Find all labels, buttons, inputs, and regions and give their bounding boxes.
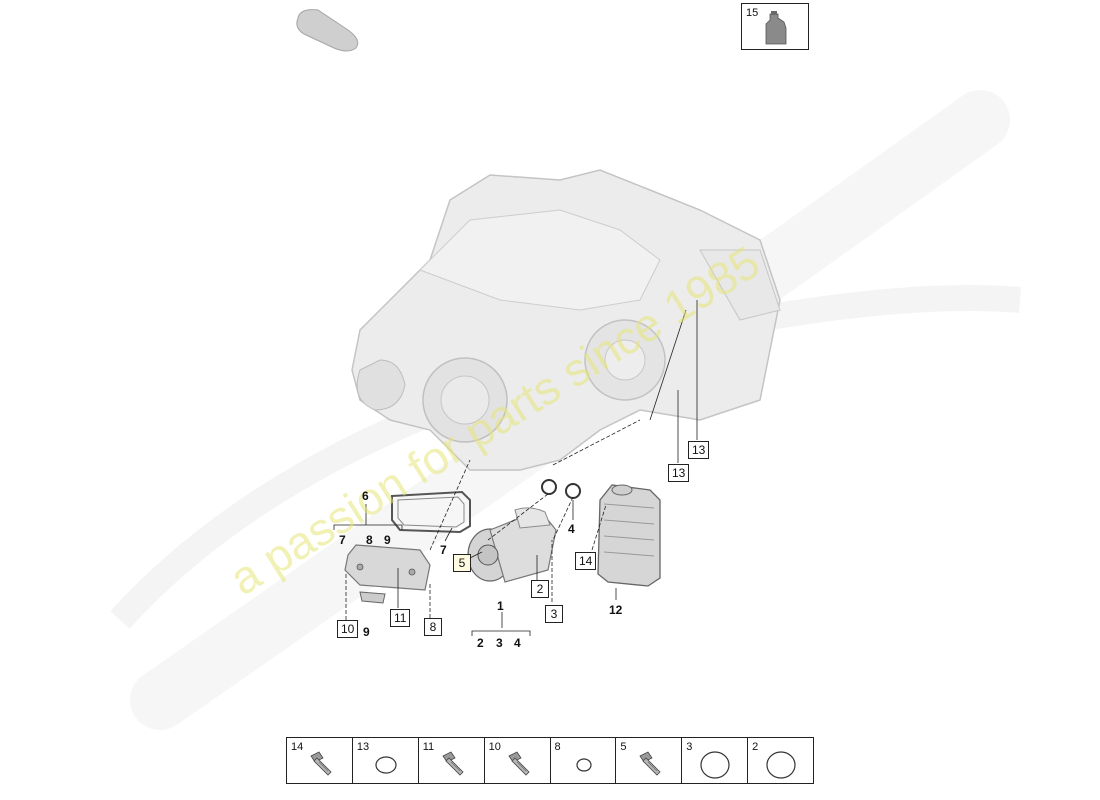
callout-13-lower[interactable]: 13	[668, 464, 690, 482]
legend-cell-11[interactable]: 11	[419, 738, 485, 783]
legend-cell-label: 13	[356, 741, 370, 753]
oil-cooler-part	[597, 484, 661, 587]
legend-cell-label: 3	[686, 741, 693, 753]
callout-1-sub-4[interactable]: 4	[514, 636, 521, 650]
callout-6-sub-8[interactable]: 8	[366, 533, 373, 547]
oil-bottle-icon	[765, 11, 787, 45]
leader-lines	[333, 300, 698, 636]
legend-cell-label: 10	[488, 741, 501, 753]
transmission-housing	[351, 169, 781, 471]
bolt-icon	[508, 751, 530, 776]
callout-13-upper[interactable]: 13	[688, 441, 710, 459]
legend-cell-3[interactable]: 3	[682, 738, 749, 783]
bolt-icon	[639, 751, 661, 776]
legend-cell-2[interactable]: 2	[748, 738, 813, 783]
cap-part	[296, 9, 359, 52]
callout-6[interactable]: 6	[362, 489, 369, 503]
legend-cell-10[interactable]: 10	[485, 738, 551, 783]
callout-11[interactable]: 11	[390, 609, 411, 627]
o-ring-icon	[375, 756, 397, 774]
callout-12[interactable]: 12	[609, 603, 623, 617]
gasket-part	[391, 490, 471, 534]
legend-cell-14[interactable]: 14	[287, 738, 353, 783]
o-rings-part	[541, 479, 581, 499]
callout-14[interactable]: 14	[575, 552, 597, 570]
callout-9[interactable]: 9	[363, 625, 370, 639]
legend-cell-5[interactable]: 5	[616, 738, 683, 783]
o-ring-icon	[766, 751, 796, 779]
legend-cell-label: 2	[752, 741, 759, 753]
legend-cell-13[interactable]: 13	[353, 738, 419, 783]
fastener-legend: 14 13 11 10 8 5 3 2	[286, 737, 814, 784]
legend-cell-label: 8	[554, 741, 561, 753]
oil-box-label: 15	[746, 7, 759, 19]
legend-cell-8[interactable]: 8	[551, 738, 617, 783]
callout-6-sub-9[interactable]: 9	[384, 533, 391, 547]
callout-4[interactable]: 4	[568, 522, 575, 536]
bolt-icon	[310, 751, 332, 776]
callout-2[interactable]: 2	[531, 580, 549, 598]
callout-8[interactable]: 8	[424, 618, 442, 636]
callout-1-sub-2[interactable]: 2	[477, 636, 484, 650]
o-ring-icon	[575, 758, 592, 772]
bolt-icon	[442, 751, 464, 776]
callout-5[interactable]: 5	[453, 554, 471, 572]
legend-cell-label: 14	[291, 741, 304, 753]
callout-6-sub-7[interactable]: 7	[339, 533, 346, 547]
pump-part	[467, 507, 557, 583]
callout-3[interactable]: 3	[545, 605, 563, 623]
filter-plate-part	[344, 544, 431, 604]
callout-1-sub-3[interactable]: 3	[496, 636, 503, 650]
callout-1[interactable]: 1	[497, 599, 504, 613]
callout-7[interactable]: 7	[440, 543, 447, 557]
oil-bottle-box[interactable]: 15	[741, 3, 809, 50]
legend-cell-label: 11	[422, 741, 435, 753]
callout-10[interactable]: 10	[337, 620, 359, 638]
o-ring-icon	[700, 751, 730, 779]
legend-cell-label: 5	[620, 741, 627, 753]
